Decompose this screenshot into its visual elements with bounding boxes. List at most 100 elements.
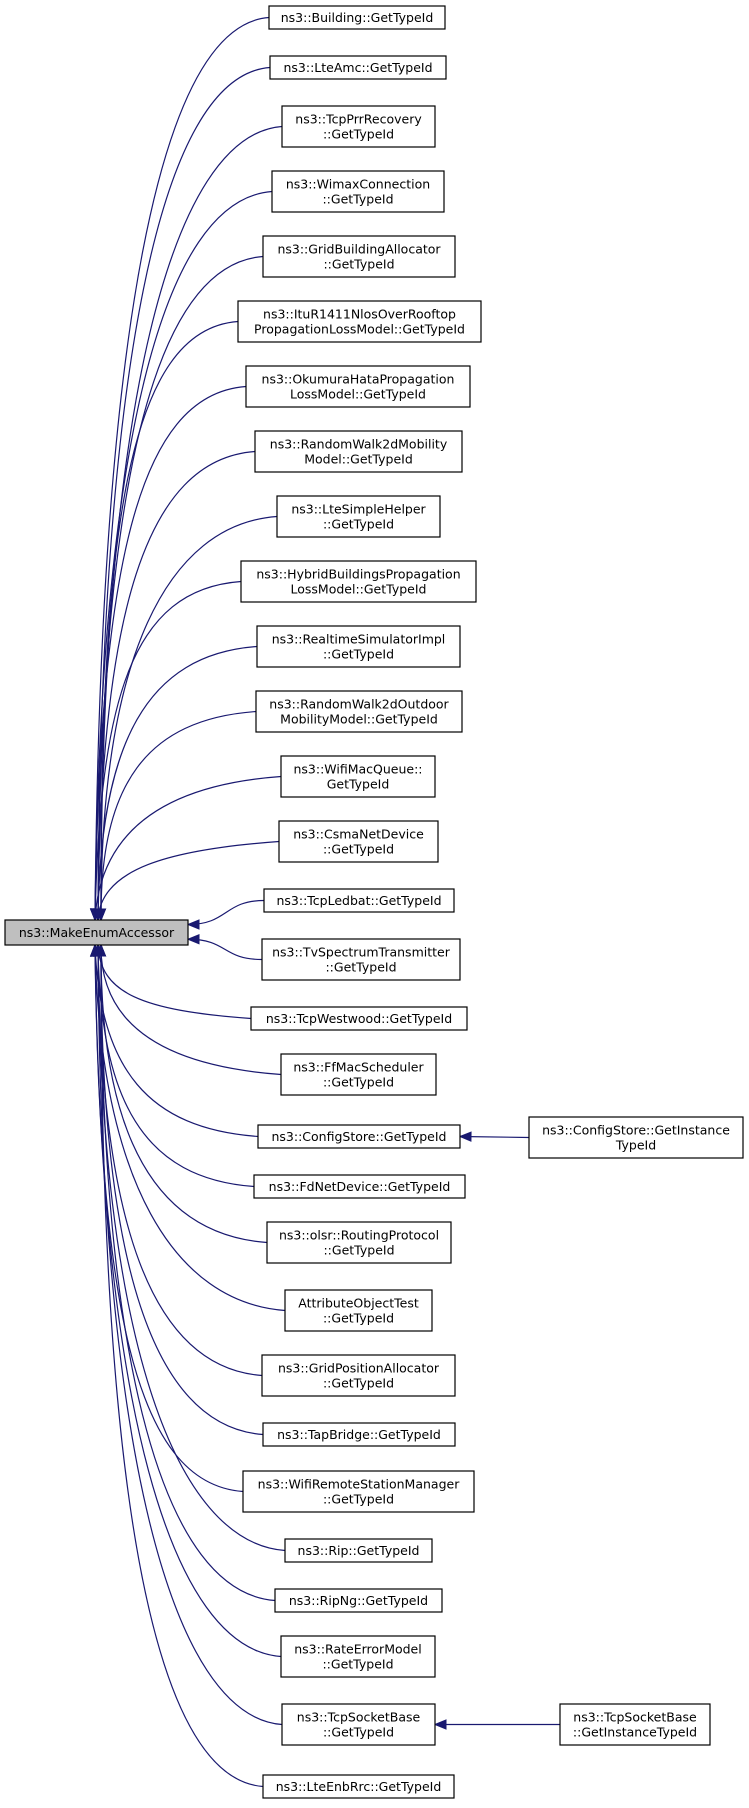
node-ns3-randomwalk2doutdoormobilitymodel-gettypeid[interactable]: ns3::RandomWalk2dOutdoorMobilityModel::G… <box>255 690 463 733</box>
node-ns3-lteenbrrc-gettypeid[interactable]: ns3::LteEnbRrc::GetTypeId <box>262 1774 455 1799</box>
node-ns3-tcpprrrecovery-gettypeid[interactable]: ns3::TcpPrrRecovery::GetTypeId <box>281 105 436 148</box>
node-ns3-gridbuildingallocator-gettypeid-label-line-2: ::GetTypeId <box>323 257 394 272</box>
node-ns3-okumurahatapropagationlossmodel-gettypeid-label-line-2: LossModel::GetTypeId <box>290 387 426 402</box>
node-ns3-tcpsocketbase-getinstancetypeid-label-line-1: ns3::TcpSocketBase <box>573 1710 697 1725</box>
node-ns3-rip-gettypeid-box <box>284 1538 433 1563</box>
node-ns3-realtimesimulatorimpl-gettypeid[interactable]: ns3::RealtimeSimulatorImpl::GetTypeId <box>256 625 461 668</box>
node-ns3-tcpwestwood-gettypeid[interactable]: ns3::TcpWestwood::GetTypeId <box>250 1006 468 1031</box>
node-ns3-wifimacqueue-gettypeid-box <box>280 755 436 798</box>
node-ns3-rateerrormodel-gettypeid[interactable]: ns3::RateErrorModel::GetTypeId <box>280 1635 436 1678</box>
node-ns3-lteenbrrc-gettypeid-box <box>262 1774 455 1799</box>
edge-ns3-hybridbuildingspropagationlossmodel-gettypeid-to-root <box>94 580 242 921</box>
node-ns3-gridpositionallocator-gettypeid[interactable]: ns3::GridPositionAllocator::GetTypeId <box>261 1354 456 1397</box>
node-ns3-randomwalk2dmobilitymodel-gettypeid-label-line-1: ns3::RandomWalk2dMobility <box>270 437 448 452</box>
node-ns3-itur1411nlosoverrooftoppropagationlossmodel-gettypeid-label-line-1: ns3::ItuR1411NlosOverRooftop <box>263 307 456 322</box>
node-ns3-ffmacscheduler-gettypeid[interactable]: ns3::FfMacScheduler::GetTypeId <box>280 1053 437 1096</box>
node-ns3-tcpwestwood-gettypeid-box <box>250 1006 468 1031</box>
node-ns3-fdnetdevice-gettypeid[interactable]: ns3::FdNetDevice::GetTypeId <box>253 1174 466 1199</box>
node-ns3-hybridbuildingspropagationlossmodel-gettypeid-label-line-2: LossModel::GetTypeId <box>291 582 427 597</box>
edge-ns3-rip-gettypeid-to-root <box>97 944 286 1552</box>
edges-layer <box>89 16 560 1788</box>
node-ns3-configstore-gettypeid-box <box>257 1124 461 1149</box>
node-ns3-csmanetdevice-gettypeid-label-line-2: ::GetTypeId <box>323 842 394 857</box>
node-ns3-configstore-getinstancetypeid[interactable]: ns3::ConfigStore::GetInstanceTypeId <box>528 1116 744 1159</box>
node-ns3-hybridbuildingspropagationlossmodel-gettypeid[interactable]: ns3::HybridBuildingsPropagationLossModel… <box>240 560 477 603</box>
node-attributeobjecttest-gettypeid-label-line-1: AttributeObjectTest <box>298 1296 419 1311</box>
edge-ns3-lteenbrrc-gettypeid-to-root-arrowhead <box>95 943 107 957</box>
node-ns3-gridpositionallocator-gettypeid-label-line-1: ns3::GridPositionAllocator <box>278 1361 440 1376</box>
node-ns3-tapbridge-gettypeid[interactable]: ns3::TapBridge::GetTypeId <box>262 1422 456 1447</box>
node-ns3-ffmacscheduler-gettypeid-label-line-2: ::GetTypeId <box>323 1075 394 1090</box>
node-ns3-tcpsocketbase-getinstancetypeid-label-line-2: ::GetInstanceTypeId <box>573 1725 697 1740</box>
node-ns3-randomwalk2doutdoormobilitymodel-gettypeid-label-line-2: MobilityModel::GetTypeId <box>280 712 438 727</box>
node-ns3-tcpprrrecovery-gettypeid-label-line-2: ::GetTypeId <box>323 127 394 142</box>
node-ns3-okumurahatapropagationlossmodel-gettypeid[interactable]: ns3::OkumuraHataPropagationLossModel::Ge… <box>245 365 471 408</box>
node-ns3-tcpledbat-gettypeid-label: ns3::TcpLedbat::GetTypeId <box>276 893 441 908</box>
node-ns3-csmanetdevice-gettypeid[interactable]: ns3::CsmaNetDevice::GetTypeId <box>278 820 439 863</box>
edge-ns3-building-gettypeid-to-root <box>94 16 270 921</box>
node-ns3-wifiremotestationmanager-gettypeid[interactable]: ns3::WifiRemoteStationManager::GetTypeId <box>242 1470 475 1513</box>
edge-ns3-olsr-routingprotocol-gettypeid-to-root <box>100 944 268 1244</box>
node-ns3-configstore-gettypeid[interactable]: ns3::ConfigStore::GetTypeId <box>257 1124 461 1149</box>
node-ns3-randomwalk2dmobilitymodel-gettypeid[interactable]: ns3::RandomWalk2dMobilityModel::GetTypeI… <box>254 430 463 473</box>
node-ns3-gridpositionallocator-gettypeid-box <box>261 1354 456 1397</box>
node-ns3-rip-gettypeid-label: ns3::Rip::GetTypeId <box>298 1543 420 1558</box>
edge-ns3-configstore-getinstancetypeid-to-ns3-configstore-gettypeid <box>459 1135 530 1139</box>
edge-ns3-lteenbrrc-gettypeid-to-root <box>100 944 264 1788</box>
node-ns3-building-gettypeid-label: ns3::Building::GetTypeId <box>281 10 434 25</box>
node-ns3-ltesimplehelper-gettypeid-label-line-2: ::GetTypeId <box>323 517 394 532</box>
node-ns3-fdnetdevice-gettypeid-label: ns3::FdNetDevice::GetTypeId <box>269 1179 451 1194</box>
node-ns3-gridpositionallocator-gettypeid-label-line-2: ::GetTypeId <box>323 1376 394 1391</box>
node-ns3-randomwalk2doutdoormobilitymodel-gettypeid-label-line-1: ns3::RandomWalk2dOutdoor <box>269 697 449 712</box>
node-ns3-tvspectrumtransmitter-gettypeid[interactable]: ns3::TvSpectrumTransmitter::GetTypeId <box>261 938 461 981</box>
node-ns3-tapbridge-gettypeid-label: ns3::TapBridge::GetTypeId <box>277 1427 441 1442</box>
edge-ns3-randomwalk2dmobilitymodel-gettypeid-to-root <box>97 450 256 921</box>
edge-ns3-fdnetdevice-gettypeid-to-root <box>97 944 255 1188</box>
node-attributeobjecttest-gettypeid[interactable]: AttributeObjectTest::GetTypeId <box>284 1289 433 1332</box>
node-ns3-building-gettypeid[interactable]: ns3::Building::GetTypeId <box>268 5 446 30</box>
node-ns3-wifimacqueue-gettypeid-label-line-2: GetTypeId <box>327 777 390 792</box>
node-ns3-itur1411nlosoverrooftoppropagationlossmodel-gettypeid-box <box>237 300 482 343</box>
node-ns3-randomwalk2dmobilitymodel-gettypeid-label-line-2: Model::GetTypeId <box>304 452 413 467</box>
node-ns3-hybridbuildingspropagationlossmodel-gettypeid-box <box>240 560 477 603</box>
node-ns3-ripng-gettypeid[interactable]: ns3::RipNg::GetTypeId <box>274 1588 443 1613</box>
node-ns3-rateerrormodel-gettypeid-label-line-2: ::GetTypeId <box>322 1657 393 1672</box>
node-ns3-tcpsocketbase-getinstancetypeid-box <box>559 1703 711 1746</box>
node-ns3-wimaxconnection-gettypeid-box <box>271 170 445 213</box>
node-ns3-tcpsocketbase-gettypeid[interactable]: ns3::TcpSocketBase::GetTypeId <box>281 1703 436 1746</box>
node-ns3-randomwalk2dmobilitymodel-gettypeid-box <box>254 430 463 473</box>
node-ns3-csmanetdevice-gettypeid-label-line-1: ns3::CsmaNetDevice <box>293 827 424 842</box>
nodes-layer: ns3::MakeEnumAccessor ns3::Building::GetT… <box>4 5 744 1799</box>
node-ns3-tcpsocketbase-getinstancetypeid[interactable]: ns3::TcpSocketBase::GetInstanceTypeId <box>559 1703 711 1746</box>
node-ns3-csmanetdevice-gettypeid-box <box>278 820 439 863</box>
node-ns3-configstore-getinstancetypeid-box <box>528 1116 744 1159</box>
node-ns3-ripng-gettypeid-label: ns3::RipNg::GetTypeId <box>289 1593 428 1608</box>
edge-ns3-ripng-gettypeid-to-root <box>100 944 276 1602</box>
node-ns3-randomwalk2doutdoormobilitymodel-gettypeid-box <box>255 690 463 733</box>
node-ns3-wimaxconnection-gettypeid[interactable]: ns3::WimaxConnection::GetTypeId <box>271 170 445 213</box>
node-ns3-itur1411nlosoverrooftoppropagationlossmodel-gettypeid-label-line-2: PropagationLossModel::GetTypeId <box>254 322 465 337</box>
node-ns3-itur1411nlosoverrooftoppropagationlossmodel-gettypeid[interactable]: ns3::ItuR1411NlosOverRooftopPropagationL… <box>237 300 482 343</box>
node-ns3-realtimesimulatorimpl-gettypeid-label-line-2: ::GetTypeId <box>323 647 394 662</box>
node-ns3-tcpledbat-gettypeid[interactable]: ns3::TcpLedbat::GetTypeId <box>263 888 455 913</box>
node-ns3-lteenbrrc-gettypeid-label: ns3::LteEnbRrc::GetTypeId <box>276 1779 442 1794</box>
node-ns3-lteamc-gettypeid[interactable]: ns3::LteAmc::GetTypeId <box>269 55 447 80</box>
edge-ns3-csmanetdevice-gettypeid-to-root-arrowhead <box>93 908 104 922</box>
node-ns3-olsr-routingprotocol-gettypeid-label-line-2: ::GetTypeId <box>323 1243 394 1258</box>
node-ns3-rip-gettypeid[interactable]: ns3::Rip::GetTypeId <box>284 1538 433 1563</box>
edge-ns3-tvspectrumtransmitter-gettypeid-to-root-arrowhead <box>186 934 200 945</box>
node-ns3-gridbuildingallocator-gettypeid[interactable]: ns3::GridBuildingAllocator::GetTypeId <box>262 235 456 278</box>
edge-ns3-rateerrormodel-gettypeid-to-root <box>94 944 282 1658</box>
node-ns3-ltesimplehelper-gettypeid[interactable]: ns3::LteSimpleHelper::GetTypeId <box>276 495 441 538</box>
edge-ns3-gridbuildingallocator-gettypeid-to-root <box>97 255 264 921</box>
node-ns3-realtimesimulatorimpl-gettypeid-label-line-1: ns3::RealtimeSimulatorImpl <box>272 632 446 647</box>
node-ns3-makeenumaccessor-label: ns3::MakeEnumAccessor <box>19 925 175 940</box>
edge-ns3-tcpledbat-gettypeid-to-root-arrowhead <box>186 919 200 930</box>
node-ns3-tcpsocketbase-gettypeid-box <box>281 1703 436 1746</box>
node-ns3-makeenumaccessor[interactable]: ns3::MakeEnumAccessor <box>4 919 189 946</box>
node-ns3-makeenumaccessor-box <box>4 919 189 946</box>
node-ns3-olsr-routingprotocol-gettypeid[interactable]: ns3::olsr::RoutingProtocol::GetTypeId <box>266 1221 452 1264</box>
node-ns3-wifimacqueue-gettypeid[interactable]: ns3::WifiMacQueue::GetTypeId <box>280 755 436 798</box>
node-ns3-hybridbuildingspropagationlossmodel-gettypeid-label-line-1: ns3::HybridBuildingsPropagation <box>256 567 460 582</box>
